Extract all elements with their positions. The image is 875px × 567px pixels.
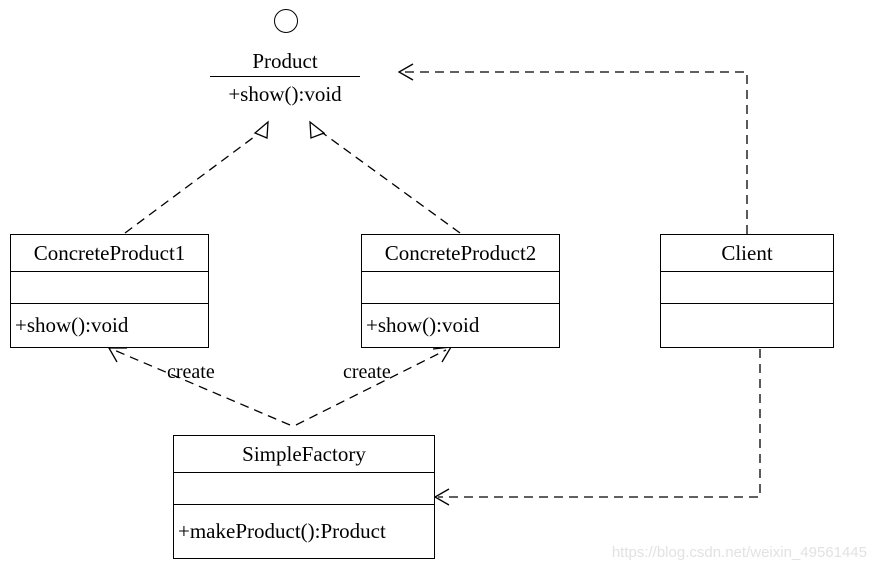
class-operations: +makeProduct():Product [174, 504, 434, 558]
watermark-text: https://blog.csdn.net/weixin_49561445 [611, 544, 867, 561]
realization-line-product1 [124, 130, 263, 234]
class-name: Client [721, 240, 773, 265]
create-line-product1 [113, 349, 291, 426]
concrete-product-2-class[interactable]: ConcreteProduct2 +show():void [361, 234, 560, 348]
client-class[interactable]: Client [660, 234, 834, 348]
create-label-product2: create [343, 361, 391, 383]
class-attributes [11, 271, 208, 303]
realization-line-product2 [319, 130, 461, 234]
class-attributes [661, 271, 833, 303]
dependency-arrowhead-product [397, 63, 414, 81]
realization-arrowhead-2 [309, 120, 326, 139]
product-interface-divider [210, 76, 360, 77]
dependency-line-client-factory [438, 349, 761, 498]
dependency-arrowhead-factory [433, 488, 450, 506]
class-attributes [362, 271, 559, 303]
class-name: ConcreteProduct2 [384, 240, 537, 265]
product-interface-name: Product [252, 49, 318, 73]
class-operations: +show():void [362, 303, 559, 347]
create-label-product1: create [167, 361, 215, 383]
dependency-line-client-product [402, 71, 748, 234]
create-arrowhead-1 [107, 347, 127, 363]
class-name: ConcreteProduct1 [33, 240, 186, 265]
simple-factory-class[interactable]: SimpleFactory +makeProduct():Product [173, 435, 435, 559]
class-attributes [174, 472, 434, 504]
class-operations [661, 303, 833, 347]
create-line-product2 [295, 349, 447, 426]
realization-arrowhead-1 [253, 120, 269, 139]
concrete-product-1-class[interactable]: ConcreteProduct1 +show():void [10, 234, 209, 348]
class-name: SimpleFactory [242, 441, 366, 466]
interface-lollipop-icon [274, 9, 298, 33]
class-operations: +show():void [11, 303, 208, 347]
product-interface-operation: +show():void [228, 82, 342, 106]
